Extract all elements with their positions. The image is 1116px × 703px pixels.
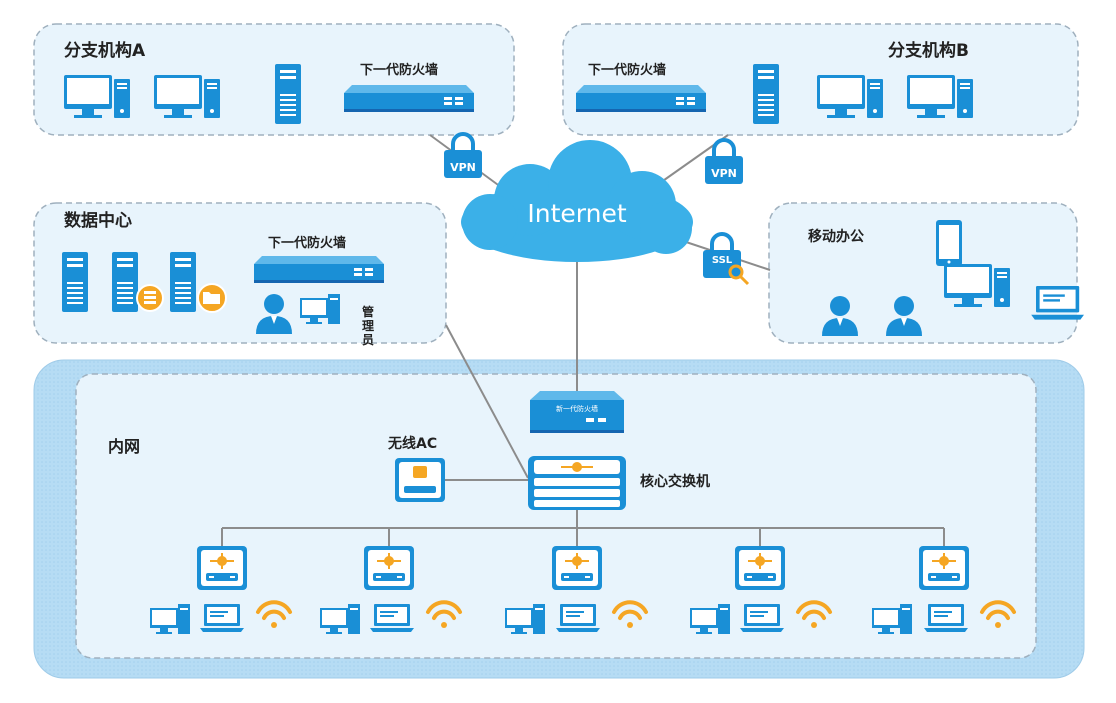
branch-a-title: 分支机构A	[64, 40, 146, 61]
datacenter-server-1-icon	[62, 252, 88, 312]
admin-label-1: 管	[362, 304, 374, 319]
branch-a-server-icon	[275, 64, 301, 124]
smartphone-icon	[936, 220, 962, 266]
vpn-right-label: VPN	[711, 167, 737, 180]
datacenter-firewall-label: 下一代防火墙	[268, 235, 346, 251]
datacenter-server-2-icon	[112, 252, 138, 312]
access-switch-icon	[364, 546, 414, 590]
access-switch-icon	[735, 546, 785, 590]
internet-label: Internet	[527, 199, 626, 228]
wireless-ac-icon	[395, 458, 445, 502]
branch-a-firewall-icon	[344, 85, 474, 112]
datacenter-title: 数据中心	[64, 210, 132, 231]
core-switch-icon	[528, 456, 626, 510]
datacenter-server-3-icon	[170, 252, 196, 312]
access-switch-icon	[552, 546, 602, 590]
access-switch-icon	[919, 546, 969, 590]
branch-b-firewall-icon	[576, 85, 706, 112]
internet-cloud-icon	[461, 140, 693, 262]
edge-firewall-label: 新一代防火墙	[556, 404, 598, 413]
wireless-ac-label: 无线AC	[387, 435, 437, 452]
folder-icon	[197, 283, 227, 313]
admin-label-2: 理	[362, 319, 374, 333]
ssl-label: SSL	[712, 255, 733, 266]
intranet-inner-zone	[75, 373, 1037, 659]
intranet-title: 内网	[108, 437, 140, 456]
branch-b-title: 分支机构B	[888, 40, 969, 61]
branch-b-server-icon	[753, 64, 779, 124]
admin-label-3: 员	[362, 333, 374, 347]
access-switch-icon	[197, 546, 247, 590]
branch-a-firewall-label: 下一代防火墙	[360, 62, 438, 78]
vpn-left-label: VPN	[450, 161, 476, 174]
ssl-magnifier-icon	[728, 264, 750, 286]
mobile-office-title: 移动办公	[808, 228, 864, 245]
database-icon	[136, 284, 164, 312]
datacenter-firewall-icon	[254, 256, 384, 283]
core-switch-label: 核心交换机	[640, 473, 710, 490]
mobile-office-zone	[768, 202, 1078, 344]
branch-b-firewall-label: 下一代防火墙	[588, 62, 666, 78]
edge-firewall-icon	[530, 391, 624, 433]
